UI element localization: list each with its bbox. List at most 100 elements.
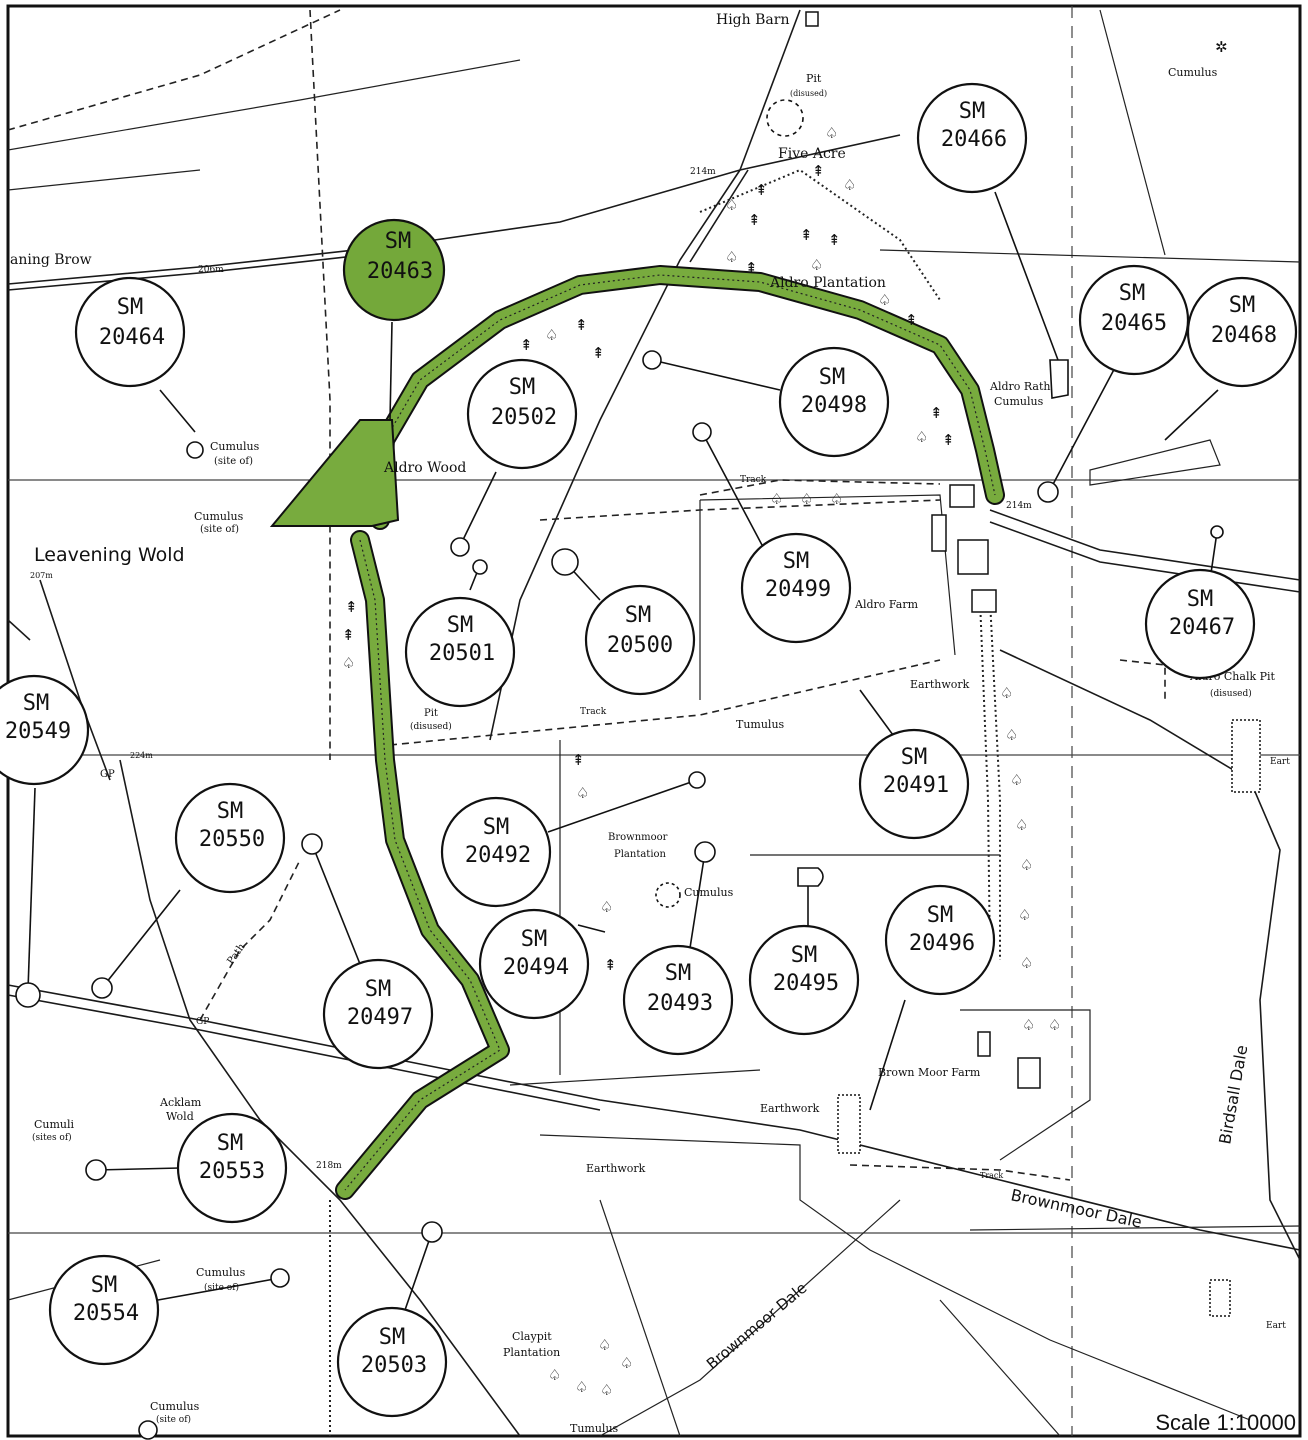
monument-20503[interactable]: SM 20503 [336,1306,448,1418]
monument-20466[interactable]: SM 20466 [916,82,1028,194]
svg-text:⇞: ⇞ [520,336,533,354]
svg-text:⇞: ⇞ [575,316,588,334]
svg-text:20499: 20499 [765,577,831,602]
monument-20496[interactable]: SM 20496 [884,884,996,996]
svg-text:20500: 20500 [607,633,673,658]
svg-text:SM: SM [521,927,548,952]
label-brownmoor-dale-e: Brownmoor Dale [1009,1185,1144,1231]
label-eart-se: Eart [1266,1321,1286,1331]
label-aldro-rath: Aldro Rath [989,380,1050,393]
label-wold: Wold [166,1110,194,1123]
svg-text:♤: ♤ [1018,906,1031,924]
label-birdsall-dale: Birdsall Dale [1215,1044,1251,1146]
monument-20495[interactable]: SM 20495 [748,924,860,1036]
label-track-mid: Track [580,707,607,717]
svg-text:♤: ♤ [1020,856,1033,874]
svg-text:SM: SM [665,961,692,986]
label-brown-moor-farm: Brown Moor Farm [878,1066,981,1079]
label-pit-mid-note: (disused) [410,721,452,732]
monument-circles[interactable]: SM 20463 SM 20464 SM 20466 SM 20465 SM 2… [0,82,1298,1418]
svg-text:SM: SM [791,943,818,968]
svg-text:♤: ♤ [1000,684,1013,702]
monument-20465[interactable]: SM 20465 [1078,264,1190,376]
svg-text:20497: 20497 [347,1005,413,1030]
svg-text:20491: 20491 [883,773,949,798]
svg-text:SM: SM [23,691,50,716]
svg-text:20496: 20496 [909,931,975,956]
label-tumulus: Tumulus [736,718,785,731]
svg-text:♤: ♤ [1020,954,1033,972]
label-206m: 206m [198,265,224,275]
label-cumulus-bl-note: (site of) [156,1414,191,1425]
svg-text:SM: SM [927,903,954,928]
svg-text:20553: 20553 [199,1159,265,1184]
svg-text:♤: ♤ [725,248,738,266]
svg-text:♤: ♤ [1005,726,1018,744]
svg-text:♤: ♤ [878,291,891,309]
monument-20499[interactable]: SM 20499 [740,532,852,644]
svg-text:♤: ♤ [548,1366,561,1384]
label-aldro-rath-2: Cumulus [994,395,1044,408]
svg-text:⇞: ⇞ [755,181,768,199]
label-earthwork-2: Earthwork [760,1102,820,1115]
svg-text:⇞: ⇞ [905,311,918,329]
label-cumulus-w: Cumulus [210,440,260,453]
monument-20550[interactable]: SM 20550 [174,782,286,894]
label-aldro-chalk-pit-note: (disused) [1210,688,1252,699]
monument-20492[interactable]: SM 20492 [440,796,552,908]
label-218m: 218m [316,1161,342,1171]
svg-text:⇞: ⇞ [592,344,605,362]
svg-text:SM: SM [483,815,510,840]
monument-20464[interactable]: SM 20464 [74,276,186,388]
label-cumulus-w-note: (site of) [214,456,253,467]
svg-text:⇞: ⇞ [812,162,825,180]
svg-text:20495: 20495 [773,971,839,996]
label-pit-n-note: (disused) [790,89,827,98]
monument-20467[interactable]: SM 20467 [1144,568,1256,680]
svg-text:♤: ♤ [1048,1016,1061,1034]
label-eart-e: Eart [1270,757,1290,767]
svg-text:SM: SM [1119,281,1146,306]
svg-text:♤: ♤ [1015,816,1028,834]
walking-route[interactable] [269,265,1005,1200]
svg-text:SM: SM [1187,587,1214,612]
monument-20468[interactable]: SM 20468 [1186,276,1298,388]
svg-text:SM: SM [385,229,412,254]
svg-text:⇞: ⇞ [345,598,358,616]
monument-20500[interactable]: SM 20500 [584,584,696,696]
scale-label: Scale 1:10000 [1155,1410,1296,1435]
monument-20549[interactable]: SM 20549 [0,674,90,786]
monument-20498[interactable]: SM 20498 [778,346,890,458]
svg-text:20501: 20501 [429,641,495,666]
svg-text:20503: 20503 [361,1353,427,1378]
svg-text:⇞: ⇞ [745,259,758,277]
monument-20463[interactable]: SM 20463 [342,218,446,322]
svg-text:20493: 20493 [647,991,713,1016]
label-plantation: Plantation [614,849,667,860]
monument-20501[interactable]: SM 20501 [404,596,516,708]
monument-20554[interactable]: SM 20554 [48,1254,160,1366]
svg-text:♤: ♤ [770,490,783,508]
tree-symbols: ♤ ⇞ ♤ ♤ ⇞ ⇞ ⇞ ⇞ ♤ ♤ ⇞ ♤ ⇞ ⇞ ♤ ⇞ ⇞ ⇞ ♤ ⇞ … [342,38,1228,1399]
svg-text:20498: 20498 [801,393,867,418]
label-aldro-farm: Aldro Farm [854,598,919,611]
monument-20502[interactable]: SM 20502 [466,358,578,470]
monument-20497[interactable]: SM 20497 [322,958,434,1070]
monument-20493[interactable]: SM 20493 [622,944,734,1056]
buildings [805,11,1261,1317]
label-224m: 224m [130,751,153,760]
svg-text:SM: SM [509,375,536,400]
svg-text:♤: ♤ [600,1381,613,1399]
label-leavening-wold: Leavening Wold [34,544,185,566]
svg-text:20550: 20550 [199,827,265,852]
monument-20553[interactable]: SM 20553 [176,1112,288,1224]
monument-20491[interactable]: SM 20491 [858,728,970,840]
monument-20494[interactable]: SM 20494 [478,908,590,1020]
svg-text:♤: ♤ [915,428,928,446]
label-cumulus-sw-note: (site of) [204,1282,239,1293]
svg-text:20466: 20466 [941,127,1007,152]
label-aldro-wood: Aldro Wood [383,460,466,476]
svg-text:✲: ✲ [1215,38,1228,56]
label-cumulus-ne: Cumulus [1168,66,1218,79]
